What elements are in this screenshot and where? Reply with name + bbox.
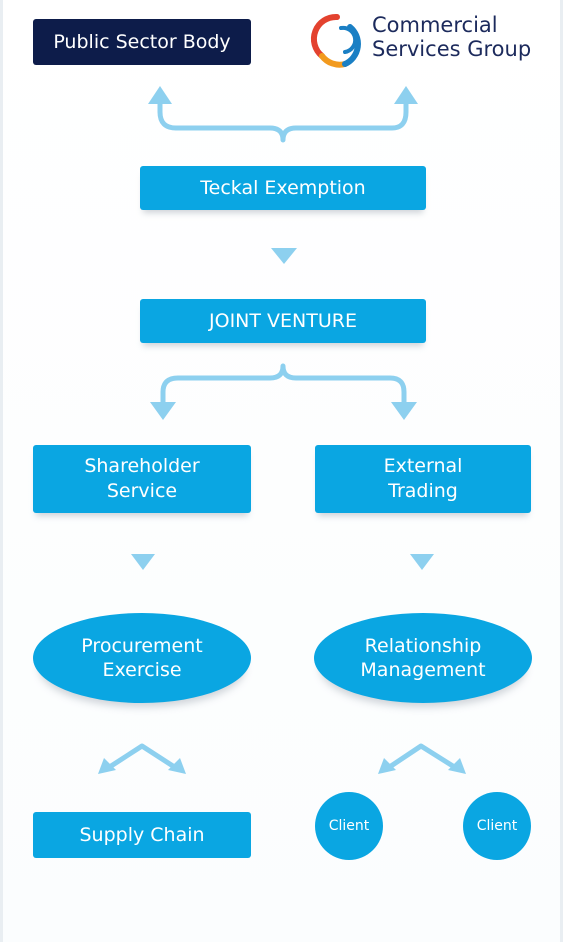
procurement-exercise-label: Procurement Exercise (81, 635, 203, 681)
client-label-right: Client (476, 818, 518, 834)
shareholder-service-box: Shareholder Service (33, 445, 251, 513)
relationship-management-ellipse: Relationship Management (314, 613, 532, 703)
joint-venture-label: JOINT VENTURE (209, 309, 357, 332)
public-sector-body-box: Public Sector Body (33, 19, 251, 65)
public-sector-body-label: Public Sector Body (53, 30, 231, 53)
left-edge-shadow (0, 0, 3, 942)
supply-chain-label: Supply Chain (79, 823, 205, 846)
client-label-left: Client (328, 818, 370, 834)
left-split-connector (105, 743, 179, 771)
right-split-connector (385, 743, 459, 771)
external-trading-box: External Trading (315, 445, 531, 513)
joint-venture-box: JOINT VENTURE (140, 299, 426, 343)
arrowhead-left-split-b (168, 758, 186, 774)
arrowhead-up-left (148, 86, 172, 104)
relationship-management-label: Relationship Management (360, 635, 486, 681)
chevron-external-down (410, 554, 434, 570)
shareholder-service-label: Shareholder Service (84, 455, 200, 502)
bracket-split-connector (160, 363, 407, 408)
supply-chain-box: Supply Chain (33, 812, 251, 858)
client-circle-left: Client (315, 792, 383, 860)
arrowhead-right-split-b (448, 758, 466, 774)
procurement-exercise-ellipse: Procurement Exercise (33, 613, 251, 703)
chevron-teckal-to-jv (271, 248, 297, 264)
arrowhead-left-split-a (98, 758, 116, 774)
teckal-exemption-box: Teckal Exemption (140, 166, 426, 210)
bracket-up-connector (157, 95, 409, 143)
arrowhead-right-split-a (378, 758, 396, 774)
arrowhead-down-left (150, 402, 176, 420)
right-edge-shadow (560, 0, 563, 942)
arrowhead-up-right (394, 86, 418, 104)
teckal-exemption-label: Teckal Exemption (200, 176, 366, 199)
client-circle-right: Client (463, 792, 531, 860)
external-trading-label: External Trading (383, 455, 463, 502)
arrowhead-down-right (391, 402, 417, 420)
csg-logo-text: Commercial Services Group (372, 13, 532, 61)
chevron-shareholder-down (131, 554, 155, 570)
